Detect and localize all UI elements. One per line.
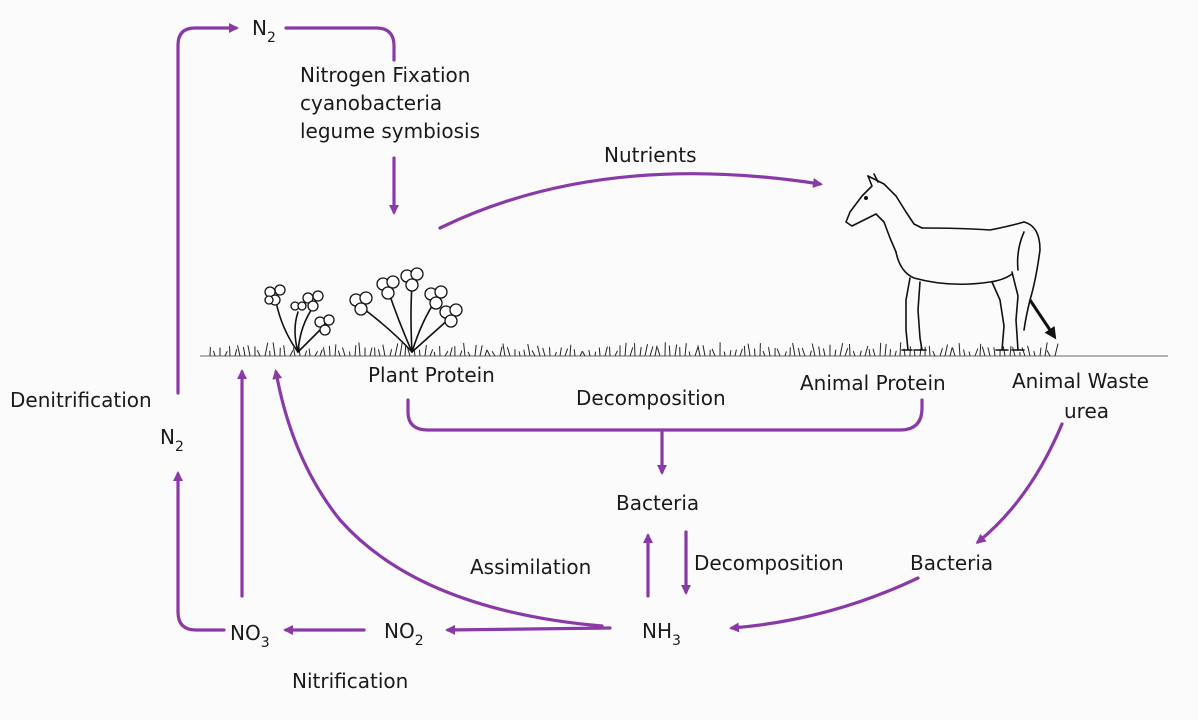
bacteria-right-label: Bacteria [910,551,993,575]
clover-plant-small-icon [265,285,334,352]
grass-blades [210,342,1058,356]
no3-label: NO3 [230,621,270,651]
grass-ground-icon [210,342,1058,356]
n2-left-label: N2 [160,425,184,455]
waste-drop-arrow [1030,300,1054,336]
arrow-nh3-to-no2 [448,628,610,630]
fixation-label-line2: cyanobacteria [300,91,442,115]
n2-top-label: N2 [252,16,276,46]
nutrients-label: Nutrients [604,143,697,167]
plant-protein-label: Plant Protein [368,363,495,387]
no2-label: NO2 [384,619,424,649]
denitrification-label: Denitrification [10,388,152,412]
clover-plant-large-icon [350,268,462,352]
horse-icon [846,174,1040,350]
arrow-nutrients [440,174,820,228]
animal-waste-label-line2: urea [1064,399,1109,423]
bacteria-center-label: Bacteria [616,491,699,515]
arrow-bacteria-to-nh3 [732,578,918,628]
arrow-nh3-to-plants [276,372,602,626]
decomposition-top-label: Decomposition [576,386,726,410]
assimilation-label: Assimilation [470,555,591,579]
arrow-waste-to-bacteria [978,424,1062,542]
arrow-n2-top-to-fixation [286,28,394,60]
decomposition-bottom-label: Decomposition [694,551,844,575]
fixation-label-line1: Nitrogen Fixation [300,63,470,87]
nh3-label: NH3 [642,619,681,649]
animal-waste-label-line1: Animal Waste [1012,369,1149,393]
nitrification-label: Nitrification [292,669,408,693]
arrow-n2-left-to-n2-top [178,28,236,393]
animal-protein-label: Animal Protein [800,371,946,395]
arrow-no3-to-n2-left [178,474,224,630]
fixation-label-line3: legume symbiosis [300,119,480,143]
